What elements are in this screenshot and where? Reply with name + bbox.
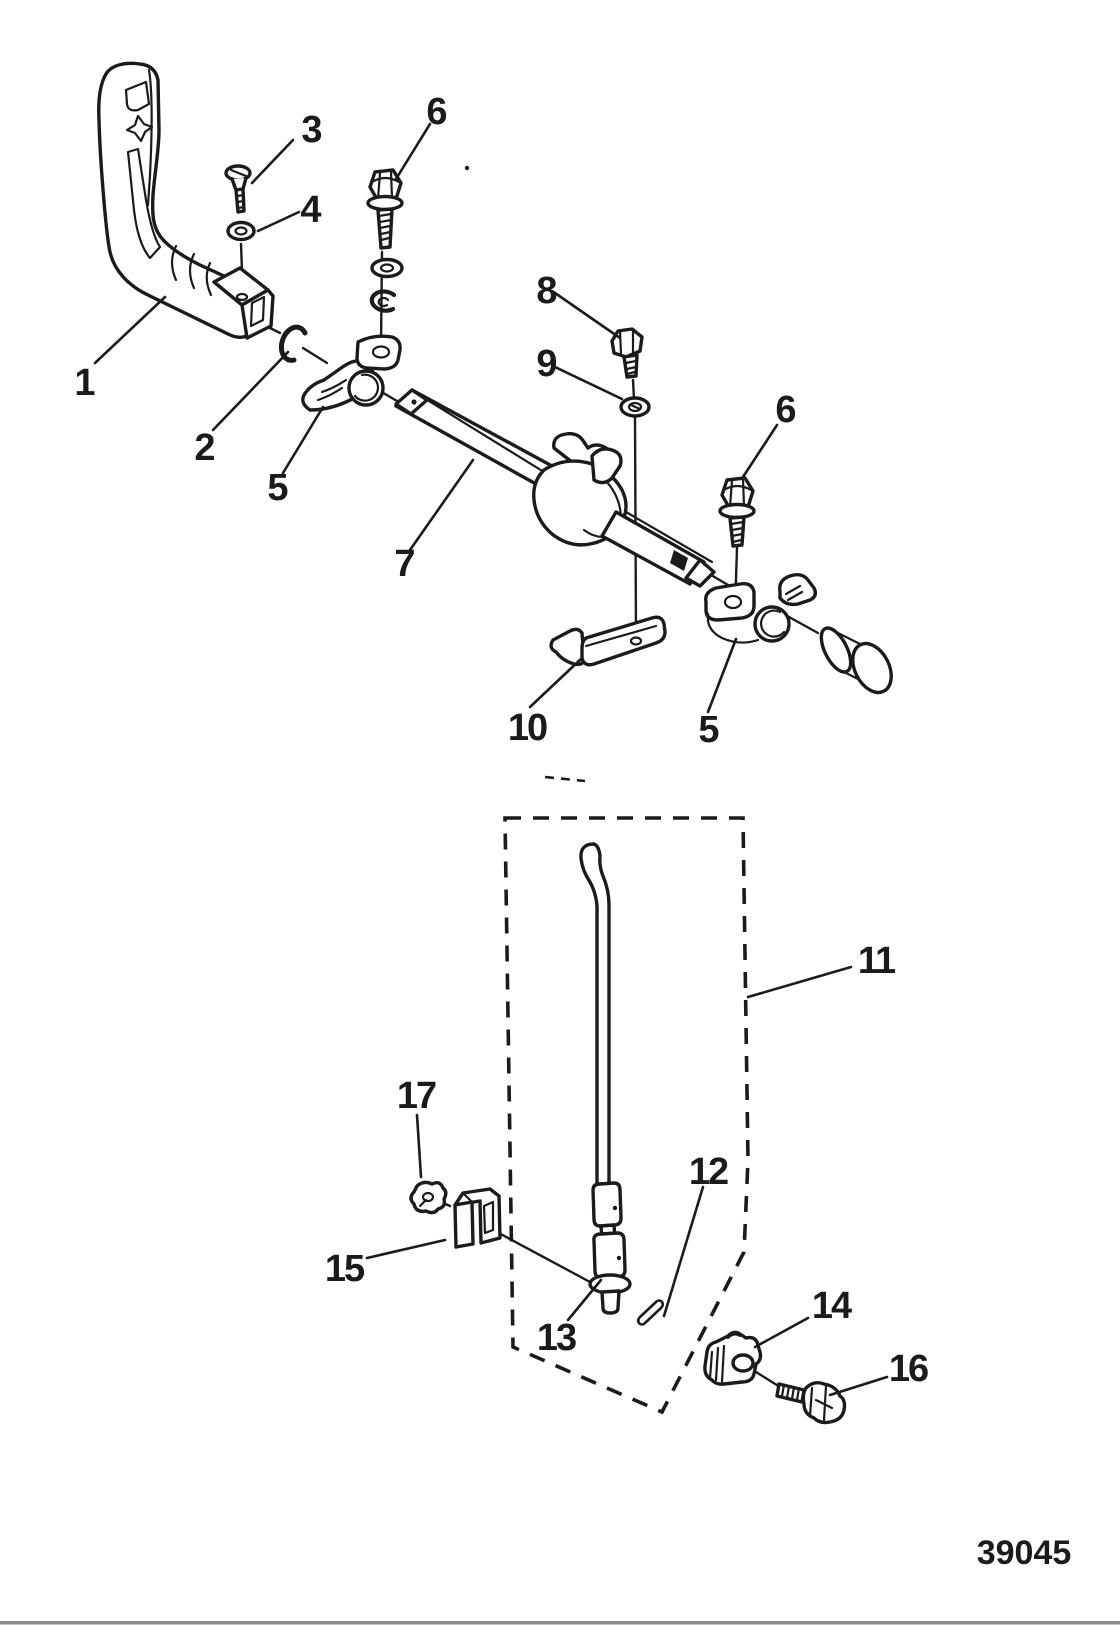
leader-line-9: [553, 365, 624, 401]
callout-label-4: 4: [300, 189, 321, 231]
callout-label-10: 10: [508, 707, 547, 749]
bottom-border: [0, 1621, 1120, 1625]
leader-line-1: [93, 295, 167, 365]
leader-line-14: [753, 1316, 810, 1349]
part-10-stop-bracket: [549, 615, 667, 667]
part-15-cable-clip: [453, 1187, 502, 1249]
stray-dashes: [544, 775, 586, 783]
lever-slot: [126, 147, 162, 260]
callout-label-1: 1: [74, 362, 95, 404]
part-18-e-clip: [369, 289, 397, 313]
drawing-number: 39045: [977, 1534, 1072, 1572]
part-5-cam-front: [301, 334, 402, 412]
part-9-washer: [619, 396, 651, 418]
callout-label-16: 16: [889, 1348, 928, 1390]
callout-label-17: 17: [397, 1075, 436, 1117]
callout-label-2: 2: [194, 427, 214, 469]
leader-line-5: [281, 405, 325, 475]
part-8-bolt: [610, 327, 644, 379]
callout-label-8: 8: [536, 270, 556, 312]
leader-line-3: [250, 138, 295, 185]
leader-line-15: [365, 1238, 447, 1260]
part-13-rod-coupling: [588, 1181, 632, 1315]
leader-line-11: [746, 965, 853, 999]
callout-label-5: 5: [698, 709, 719, 751]
callout-label-15: 15: [325, 1248, 365, 1290]
clip-front-face: [453, 1200, 475, 1249]
leader-line-12: [662, 1185, 705, 1318]
callout-label-13: 13: [537, 1317, 576, 1359]
part-4-washer: [226, 220, 256, 242]
dashed-enclosure: [503, 775, 750, 1415]
assembly-lines: [239, 165, 820, 1389]
end-cap-cylinder: [819, 626, 893, 695]
part-5-cam-rear: [704, 572, 818, 644]
part-11-link-rod: [579, 842, 611, 1186]
part-17-push-nut: [409, 1180, 448, 1215]
part-14-cable-clamp: [703, 1330, 763, 1386]
shaft-claw: [590, 447, 623, 485]
callout-label-5: 5: [267, 467, 288, 509]
leader-line-6: [741, 423, 779, 479]
leader-line-10: [528, 656, 584, 709]
part-6-bolt-lower: [718, 476, 756, 548]
part-1-throttle-lever: [97, 61, 275, 340]
part-3-screw: [224, 164, 252, 214]
callout-label-12: 12: [689, 1151, 728, 1193]
leader-line-6: [394, 122, 432, 181]
lever-star-cutout: [125, 114, 154, 143]
callout-label-11: 11: [858, 940, 896, 982]
leader-line-2: [211, 350, 290, 432]
cam-mount-tab: [704, 581, 756, 622]
leader-line-4: [256, 210, 301, 233]
callout-label-6: 6: [426, 91, 446, 133]
callout-label-7: 7: [394, 543, 414, 585]
callout-label-14: 14: [812, 1285, 852, 1327]
cam-claw: [778, 572, 818, 607]
part-16-bolt: [775, 1380, 847, 1425]
leader-line-8: [553, 291, 622, 340]
part-6-bolt-upper: [366, 168, 404, 250]
callout-label-6: 6: [775, 389, 795, 431]
leader-line-13: [566, 1278, 603, 1322]
callout-label-3: 3: [301, 109, 321, 151]
leader-line-17: [415, 1113, 423, 1179]
part-2-retaining-ring: [278, 324, 308, 363]
leader-line-5: [706, 637, 738, 714]
part-19-washer: [370, 257, 404, 279]
lever-window-cutout: [124, 80, 151, 112]
callout-label-9: 9: [536, 343, 556, 385]
part-12-pin: [636, 1299, 665, 1326]
cam-mount-tab: [355, 334, 402, 371]
lever-socket-end: [240, 288, 275, 340]
shaft-black-band: [670, 550, 688, 571]
leader-line-16: [828, 1375, 889, 1397]
bracket-tab: [549, 627, 586, 667]
leader-line-7: [408, 458, 475, 552]
part-7-shift-shaft: [394, 388, 716, 588]
stray-dot: [464, 165, 470, 171]
